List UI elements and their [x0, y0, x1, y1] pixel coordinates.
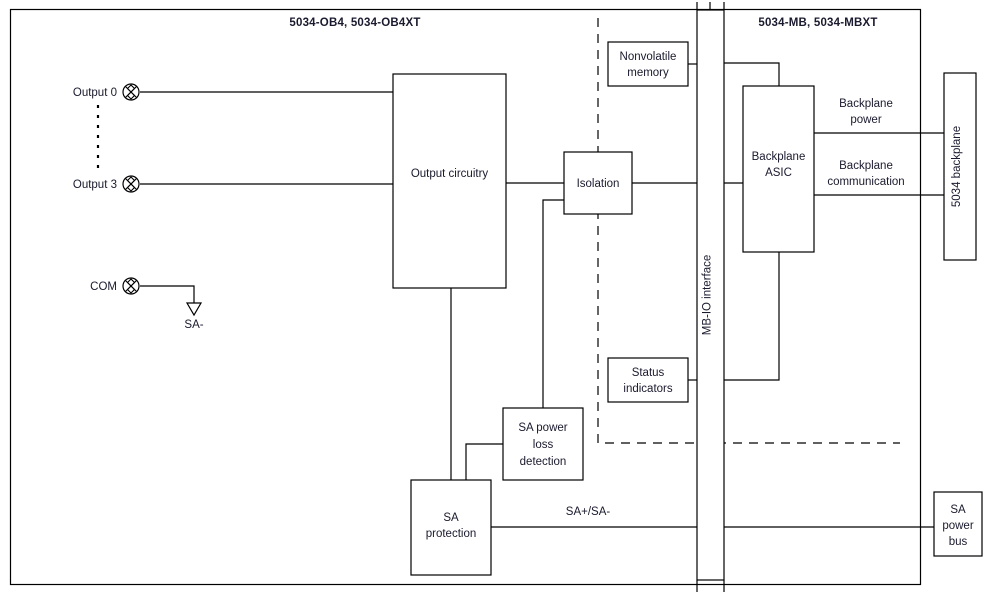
block-mb-io-interface-label: MB-IO interface	[702, 255, 714, 336]
block-sa-power-bus-label-line3: bus	[949, 536, 968, 548]
terminal-com[interactable]: COM	[90, 277, 140, 295]
block-sa-power-bus[interactable]: SA power bus	[933, 491, 983, 557]
wire-backplane-asic-top-bracket	[710, 62, 780, 86]
block-sa-power-bus-label-line2: power	[942, 520, 973, 532]
wire-isolation-to-sa-power-loss-detection	[542, 199, 564, 408]
block-backplane-asic-label-line2: ASIC	[765, 167, 792, 179]
block-isolation-label: Isolation	[577, 178, 620, 190]
block-sa-protection-label-line1: SA	[443, 512, 459, 524]
block-isolation[interactable]: Isolation	[563, 151, 633, 215]
block-status-indicators-label-line1: Status	[632, 367, 665, 379]
terminal-output-0[interactable]: Output 0	[73, 83, 140, 101]
block-nonvolatile-memory[interactable]: Nonvolatile memory	[607, 41, 689, 87]
ground-arrow-icon	[185, 302, 203, 317]
block-backplane-asic-label-line1: Backplane	[752, 151, 806, 163]
block-status-indicators[interactable]: Status indicators	[607, 357, 689, 403]
screw-terminal-icon-petals	[126, 84, 136, 100]
terminal-com-label: COM	[90, 281, 117, 293]
terminal-output-3-label: Output 3	[73, 179, 117, 191]
backplane-power-label-line2: power	[850, 114, 881, 126]
block-output-circuitry[interactable]: Output circuitry	[392, 73, 507, 289]
block-status-indicators-label-line2: indicators	[623, 383, 672, 395]
block-nonvolatile-memory-label-line2: memory	[627, 67, 669, 79]
block-mb-io-interface[interactable]: MB-IO interface	[696, 9, 725, 581]
block-sa-protection[interactable]: SA protection	[410, 479, 492, 576]
block-5034-backplane[interactable]: 5034 backplane	[943, 72, 977, 261]
wire-backplane-asic-bottom-bracket	[710, 252, 780, 381]
block-sa-power-bus-label-line1: SA	[950, 504, 966, 516]
backplane-communication-label-line2: communication	[827, 176, 904, 188]
ground-sa-minus-label: SA-	[184, 319, 203, 331]
backplane-communication-label-line1: Backplane	[839, 160, 893, 172]
isolation-boundary-dashed-line	[597, 18, 900, 444]
wire-com-to-ground	[140, 285, 195, 303]
screw-terminal-icon-petals	[126, 176, 136, 192]
terminal-output-3[interactable]: Output 3	[73, 175, 140, 193]
sa-bus-label: SA+/SA-	[566, 506, 611, 518]
screw-terminal-icon-petals	[126, 278, 136, 294]
title-right-module: 5034-MB, 5034-MBXT	[758, 17, 877, 29]
block-backplane-asic[interactable]: Backplane ASIC	[742, 85, 815, 253]
backplane-power-label-line1: Backplane	[839, 98, 893, 110]
block-5034-backplane-label: 5034 backplane	[951, 126, 963, 207]
block-sa-protection-label-line2: protection	[426, 528, 477, 540]
block-output-circuitry-label: Output circuitry	[411, 168, 489, 180]
block-sa-power-loss-detection-label-line1: SA power	[518, 422, 567, 434]
ground-sa-minus: SA-	[184, 302, 204, 331]
block-nonvolatile-memory-label-line1: Nonvolatile	[620, 51, 677, 63]
block-sa-power-loss-detection[interactable]: SA power loss detection	[502, 407, 584, 481]
wire-sa-power-loss-to-sa-protection	[465, 443, 503, 480]
title-left-module: 5034-OB4, 5034-OB4XT	[289, 17, 420, 29]
block-sa-power-loss-detection-label-line2: loss	[533, 439, 554, 451]
terminal-output-0-label: Output 0	[73, 87, 117, 99]
block-sa-power-loss-detection-label-line3: detection	[520, 456, 567, 468]
